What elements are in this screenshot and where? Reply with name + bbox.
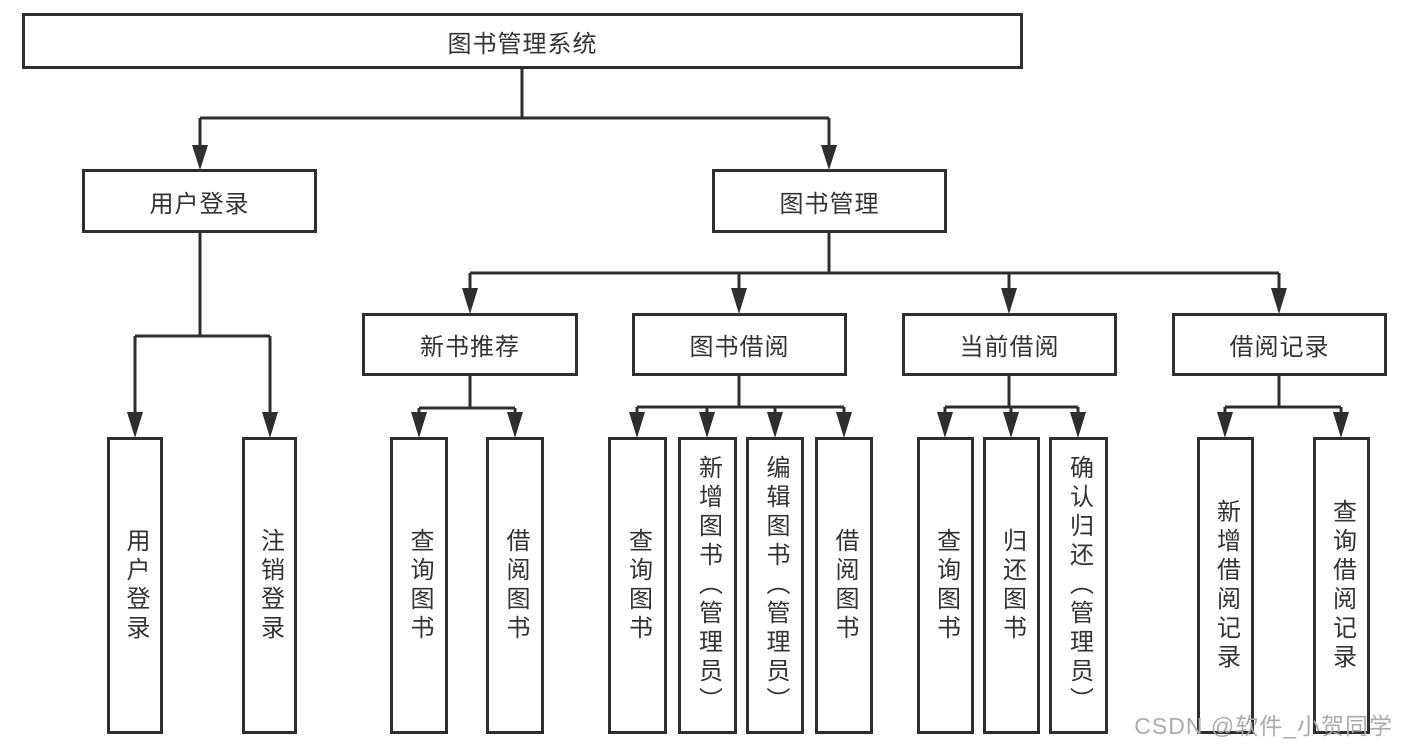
leaf-borrow-add-books-admin: 新增图书（管理员） — [678, 437, 737, 734]
leaf-records-add-borrow-record: 新增借阅记录 — [1197, 437, 1254, 734]
leaf-logout: 注销登录 — [242, 437, 297, 734]
node-book-borrow: 图书借阅 — [632, 313, 847, 376]
csdn-watermark: CSDN @软件_小贺同学 — [1134, 713, 1393, 739]
leaf-newbook-borrow-books: 借阅图书 — [486, 437, 544, 734]
leaf-current-return-books: 归还图书 — [983, 437, 1040, 734]
node-borrow-records: 借阅记录 — [1172, 313, 1387, 376]
leaf-borrow-borrow-books: 借阅图书 — [815, 437, 873, 734]
node-user-login-branch: 用户登录 — [82, 169, 317, 233]
leaf-current-confirm-return-admin: 确认归还（管理员） — [1049, 437, 1108, 734]
leaf-current-query-books: 查询图书 — [917, 437, 974, 734]
leaf-newbook-query-books: 查询图书 — [390, 437, 448, 734]
leaf-borrow-edit-books-admin: 编辑图书（管理员） — [746, 437, 804, 734]
node-book-management-branch: 图书管理 — [712, 169, 947, 233]
node-current-borrow: 当前借阅 — [902, 313, 1117, 376]
node-root-library-system: 图书管理系统 — [22, 13, 1023, 69]
leaf-records-query-borrow-record: 查询借阅记录 — [1313, 437, 1370, 734]
arrowhead-icons — [127, 145, 1349, 438]
node-new-book-recommend: 新书推荐 — [362, 313, 578, 376]
leaf-user-login: 用户登录 — [107, 437, 163, 734]
leaf-borrow-query-books: 查询图书 — [608, 437, 667, 734]
